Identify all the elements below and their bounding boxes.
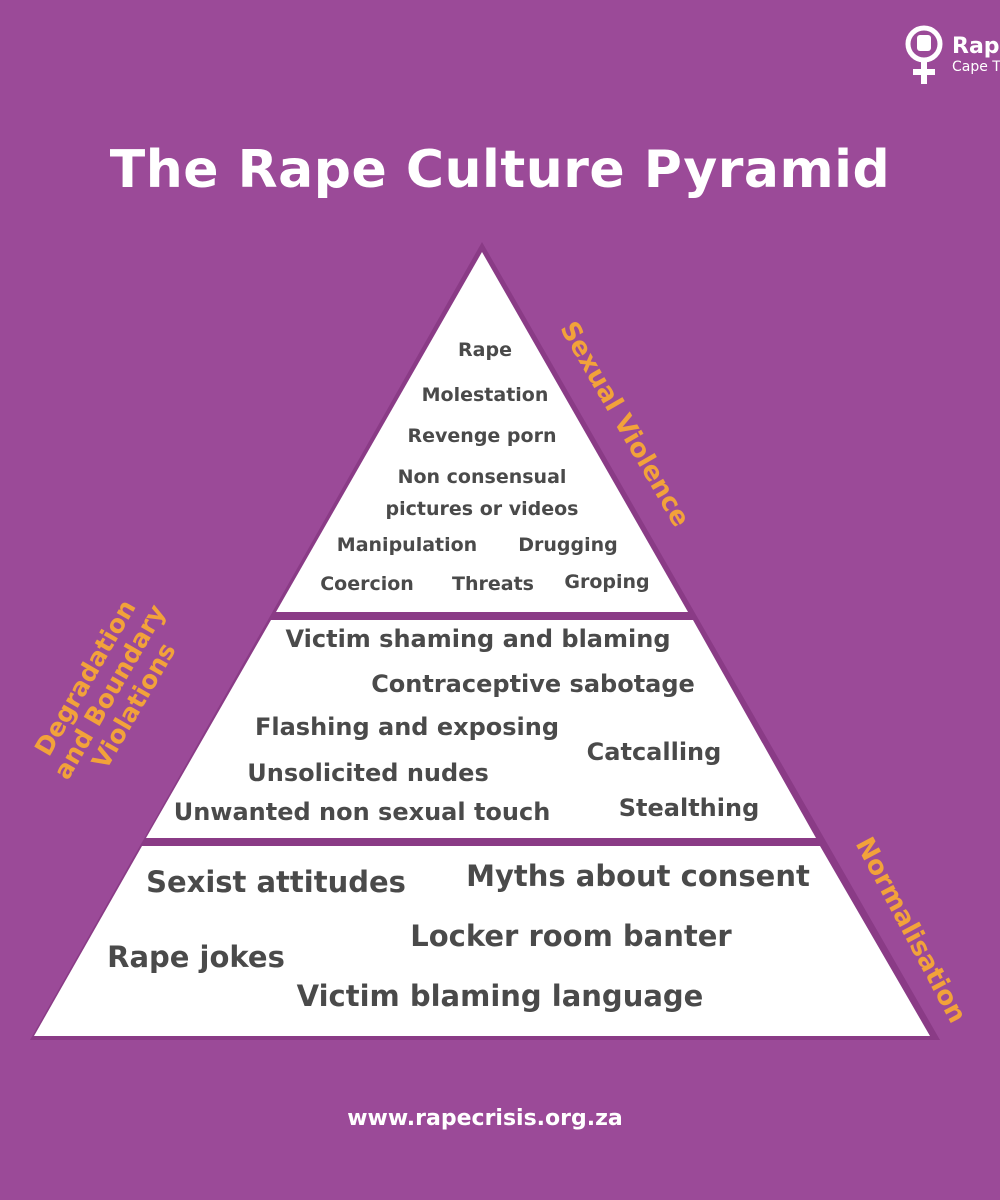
logo-subtitle: Cape T (952, 59, 1000, 75)
tier-bottom-item: Sexist attitudes (146, 865, 406, 899)
logo-wordmark: Rape (952, 34, 1000, 59)
tier-bottom-item: Locker room banter (410, 919, 732, 953)
pyramid-tier-middle (146, 620, 816, 838)
tier-middle-item: Unsolicited nudes (247, 759, 489, 787)
tier-top-item: Threats (452, 573, 534, 595)
page-title: The Rape Culture Pyramid (109, 140, 891, 200)
tier-top-item: Groping (564, 571, 650, 593)
tier-middle-item: Contraceptive sabotage (371, 670, 695, 698)
pyramid-tier-bottom (34, 846, 930, 1036)
website-url: www.rapecrisis.org.za (347, 1106, 623, 1131)
tier-bottom-item: Myths about consent (466, 859, 810, 893)
tier-top-item: Non consensual (397, 466, 567, 488)
tier-middle-item: Unwanted non sexual touch (173, 798, 551, 826)
logo: Rape Cape T (904, 24, 1000, 86)
tier-top-item: pictures or videos (385, 498, 579, 520)
tier-top-item: Molestation (421, 384, 549, 406)
tier-middle-item: Flashing and exposing (254, 713, 560, 741)
tier-middle-item: Victim shaming and blaming (285, 625, 671, 653)
tier-bottom-item: Victim blaming language (296, 979, 704, 1013)
tier-top-item: Manipulation (336, 534, 478, 556)
tier-middle-item: Catcalling (586, 738, 722, 766)
female-fist-icon (905, 25, 943, 84)
pyramid-tier-top (276, 252, 688, 612)
tier-top-item: Rape (458, 339, 512, 361)
tier-bottom-item: Rape jokes (107, 940, 285, 974)
tier-top-item: Drugging (518, 534, 618, 556)
tier-middle-item: Stealthing (618, 794, 760, 822)
tier-top-item: Coercion (320, 573, 414, 595)
tier-top-item: Revenge porn (407, 425, 557, 447)
